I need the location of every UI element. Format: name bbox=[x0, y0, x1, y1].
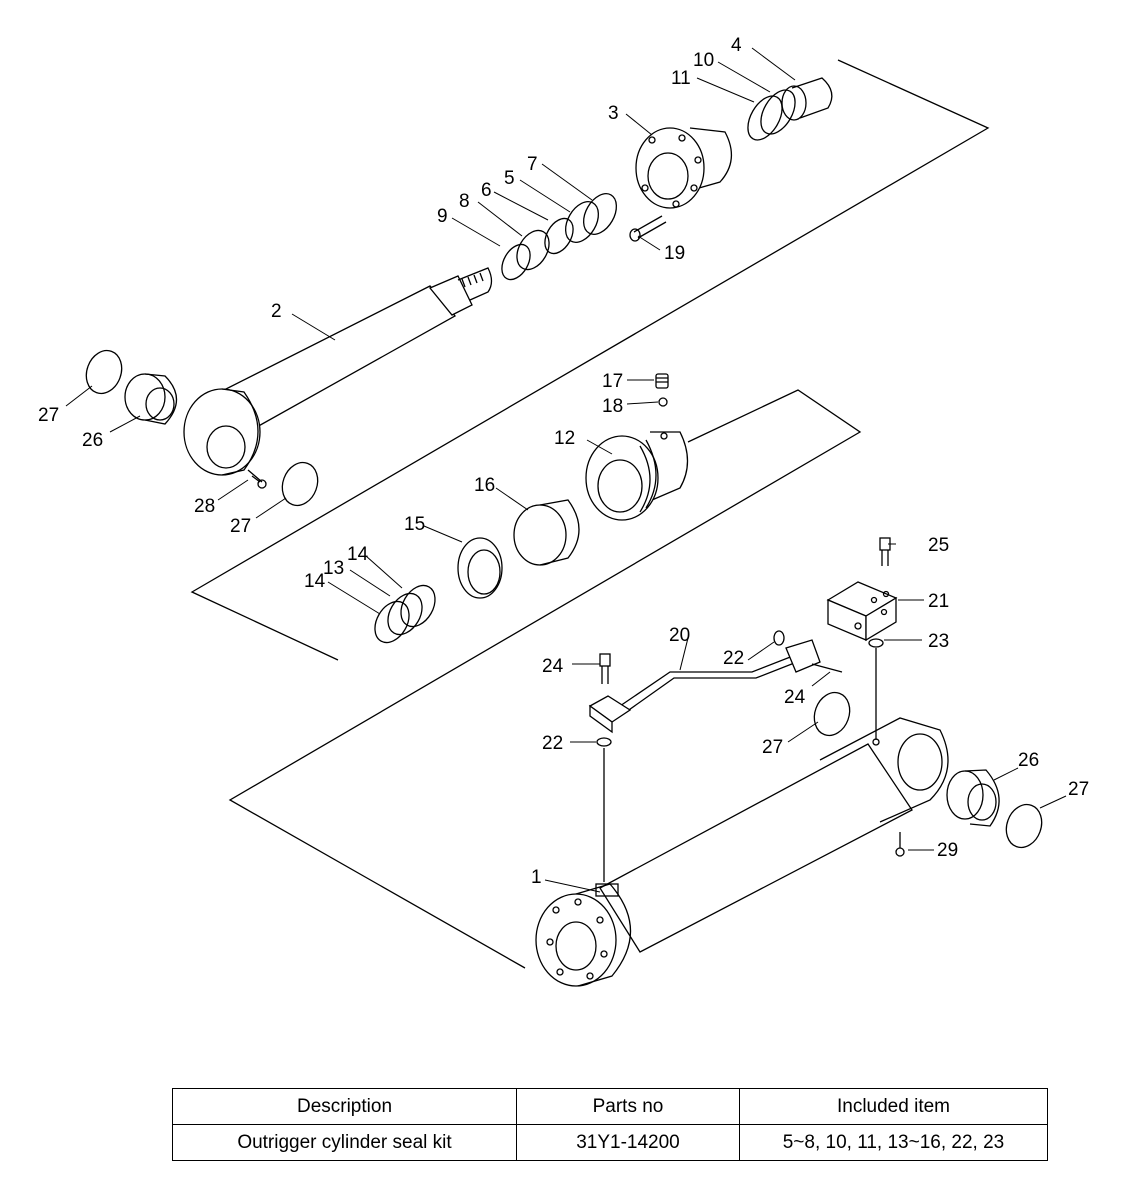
part-19-bolt bbox=[629, 215, 667, 242]
part-26-bushing-lower bbox=[946, 769, 1000, 827]
callout-14-lower: 14 bbox=[304, 571, 326, 592]
callout-6: 6 bbox=[481, 180, 492, 201]
callout-22-upper: 22 bbox=[723, 648, 744, 669]
column-header-included-item: Included item bbox=[739, 1088, 1048, 1125]
callout-20: 20 bbox=[669, 625, 690, 646]
callout-27-upper-right: 27 bbox=[230, 516, 251, 537]
part-15-seal bbox=[457, 537, 503, 599]
callout-9: 9 bbox=[437, 206, 448, 227]
column-header-description: Description bbox=[172, 1088, 517, 1125]
callout-26-lower: 26 bbox=[1018, 750, 1039, 771]
callout-26-upper: 26 bbox=[82, 430, 103, 451]
part-26-bushing-upper bbox=[124, 373, 178, 425]
part-17-set-screw bbox=[655, 373, 669, 389]
callout-14-upper: 14 bbox=[347, 544, 369, 565]
part-10-ring bbox=[760, 89, 796, 135]
part-27-ring-upper-left bbox=[85, 349, 123, 395]
part-7-seal bbox=[582, 193, 618, 235]
part-13-ring bbox=[387, 592, 423, 636]
callout-22-lower: 22 bbox=[542, 733, 563, 754]
part-24-bolt-left bbox=[599, 653, 611, 684]
callout-25: 25 bbox=[928, 535, 949, 556]
part-27-ring-upper-right bbox=[281, 461, 319, 507]
part-22-o-ring-left bbox=[596, 737, 612, 882]
part-9-seal bbox=[501, 243, 531, 281]
callout-21: 21 bbox=[928, 591, 949, 612]
callout-8: 8 bbox=[459, 191, 470, 212]
part-3-gland bbox=[635, 127, 732, 209]
cell-description: Outrigger cylinder seal kit bbox=[172, 1124, 517, 1161]
part-14-ring-left bbox=[374, 600, 410, 644]
part-20-pipe bbox=[588, 639, 843, 734]
part-8-seal bbox=[516, 229, 550, 271]
callout-10: 10 bbox=[693, 50, 714, 71]
cell-included-item: 5~8, 10, 11, 13~16, 22, 23 bbox=[739, 1124, 1048, 1161]
leader-lines bbox=[65, 47, 1067, 893]
part-18-ball bbox=[658, 397, 668, 407]
part-12-piston bbox=[585, 431, 689, 521]
part-29-grease-nipple bbox=[895, 832, 905, 857]
callout-16: 16 bbox=[474, 475, 495, 496]
callout-5: 5 bbox=[504, 168, 515, 189]
callout-3: 3 bbox=[608, 103, 619, 124]
callout-27-lower-mid: 27 bbox=[762, 737, 783, 758]
part-4-bushing bbox=[781, 77, 833, 121]
callout-labels: 1 2 3 4 5 6 7 8 9 10 11 12 13 14 14 15 1… bbox=[38, 35, 1089, 888]
part-27-ring-lower-mid bbox=[813, 691, 851, 737]
part-25-bolt bbox=[879, 537, 891, 566]
callout-17: 17 bbox=[602, 371, 623, 392]
part-21-valve-block bbox=[826, 581, 898, 642]
callout-13: 13 bbox=[323, 558, 344, 579]
seal-kit-table: Description Parts no Included item Outri… bbox=[172, 1088, 1048, 1161]
part-6-seal bbox=[544, 217, 574, 255]
callout-15: 15 bbox=[404, 514, 425, 535]
callout-4: 4 bbox=[731, 35, 742, 56]
column-header-parts-no: Parts no bbox=[516, 1088, 740, 1125]
part-1-cylinder-tube bbox=[535, 717, 949, 987]
cell-parts-no: 31Y1-14200 bbox=[516, 1124, 740, 1161]
callout-29: 29 bbox=[937, 840, 958, 861]
part-16-wear-ring bbox=[513, 499, 580, 566]
part-27-ring-lower-right bbox=[1005, 803, 1043, 849]
part-14-ring-right bbox=[400, 584, 436, 628]
part-11-ring bbox=[747, 95, 783, 141]
callout-11: 11 bbox=[671, 68, 691, 89]
part-2-piston-rod bbox=[183, 267, 493, 476]
part-5-seal bbox=[564, 201, 600, 243]
part-22-o-ring-right bbox=[773, 630, 785, 646]
group-outline-rod bbox=[190, 59, 990, 661]
table-header-row: Description Parts no Included item bbox=[172, 1088, 1048, 1125]
callout-27-upper-left: 27 bbox=[38, 405, 59, 426]
callout-28: 28 bbox=[194, 496, 215, 517]
callout-18: 18 bbox=[602, 396, 623, 417]
callout-27-lower-right: 27 bbox=[1068, 779, 1089, 800]
callout-19: 19 bbox=[664, 243, 685, 264]
callout-7: 7 bbox=[527, 154, 538, 175]
callout-24-left: 24 bbox=[542, 656, 564, 677]
callout-23: 23 bbox=[928, 631, 949, 652]
callout-2: 2 bbox=[271, 301, 282, 322]
callout-12: 12 bbox=[554, 428, 575, 449]
table-row: Outrigger cylinder seal kit 31Y1-14200 5… bbox=[172, 1124, 1048, 1161]
part-28-grease-nipple bbox=[247, 469, 267, 489]
callout-24-right: 24 bbox=[784, 687, 806, 708]
part-23-o-ring bbox=[868, 638, 884, 740]
callout-1: 1 bbox=[531, 867, 542, 888]
group-outline-piston bbox=[228, 389, 862, 969]
